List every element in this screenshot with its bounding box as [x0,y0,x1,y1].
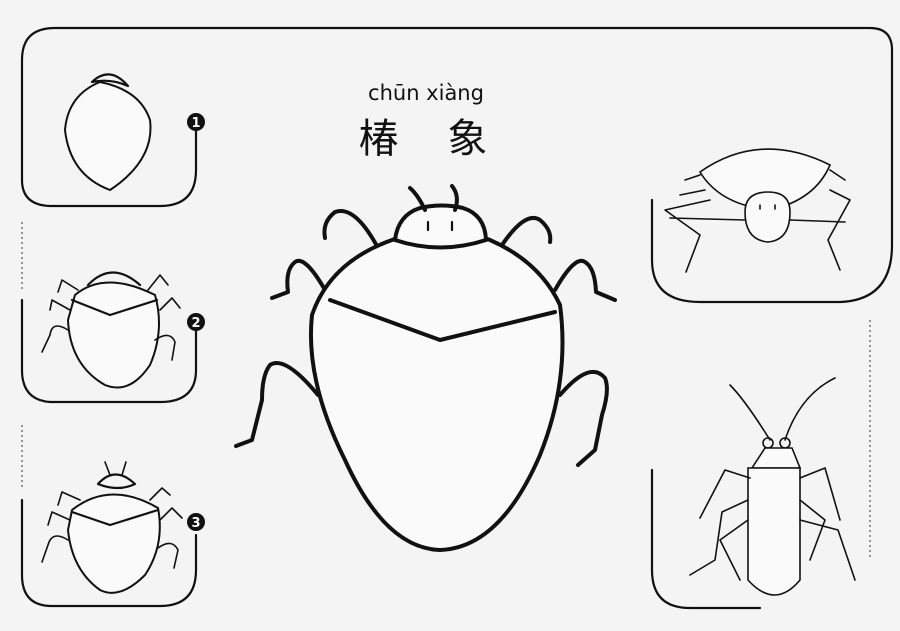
svg-text:2: 2 [191,316,200,331]
step-2-badge: 2 [187,313,205,331]
step2-bug [41,271,181,389]
step-3-badge: 3 [187,513,205,531]
right-frame [650,468,762,610]
reference-bug-front [664,148,851,273]
step1-bug [64,73,152,191]
step2-frame [20,298,198,404]
title-hanzi: 椿 象 [359,116,506,162]
page-frame [20,26,894,304]
svg-text:3: 3 [191,516,200,531]
step1-frame [20,128,198,208]
step3-frame [20,498,198,608]
main-bug [234,184,617,553]
svg-text:1: 1 [191,116,200,131]
reference-bug-top [689,377,856,596]
step3-bug [41,461,183,594]
title-pinyin: chūn xiàng [368,81,484,105]
step-1-badge: 1 [187,113,205,131]
